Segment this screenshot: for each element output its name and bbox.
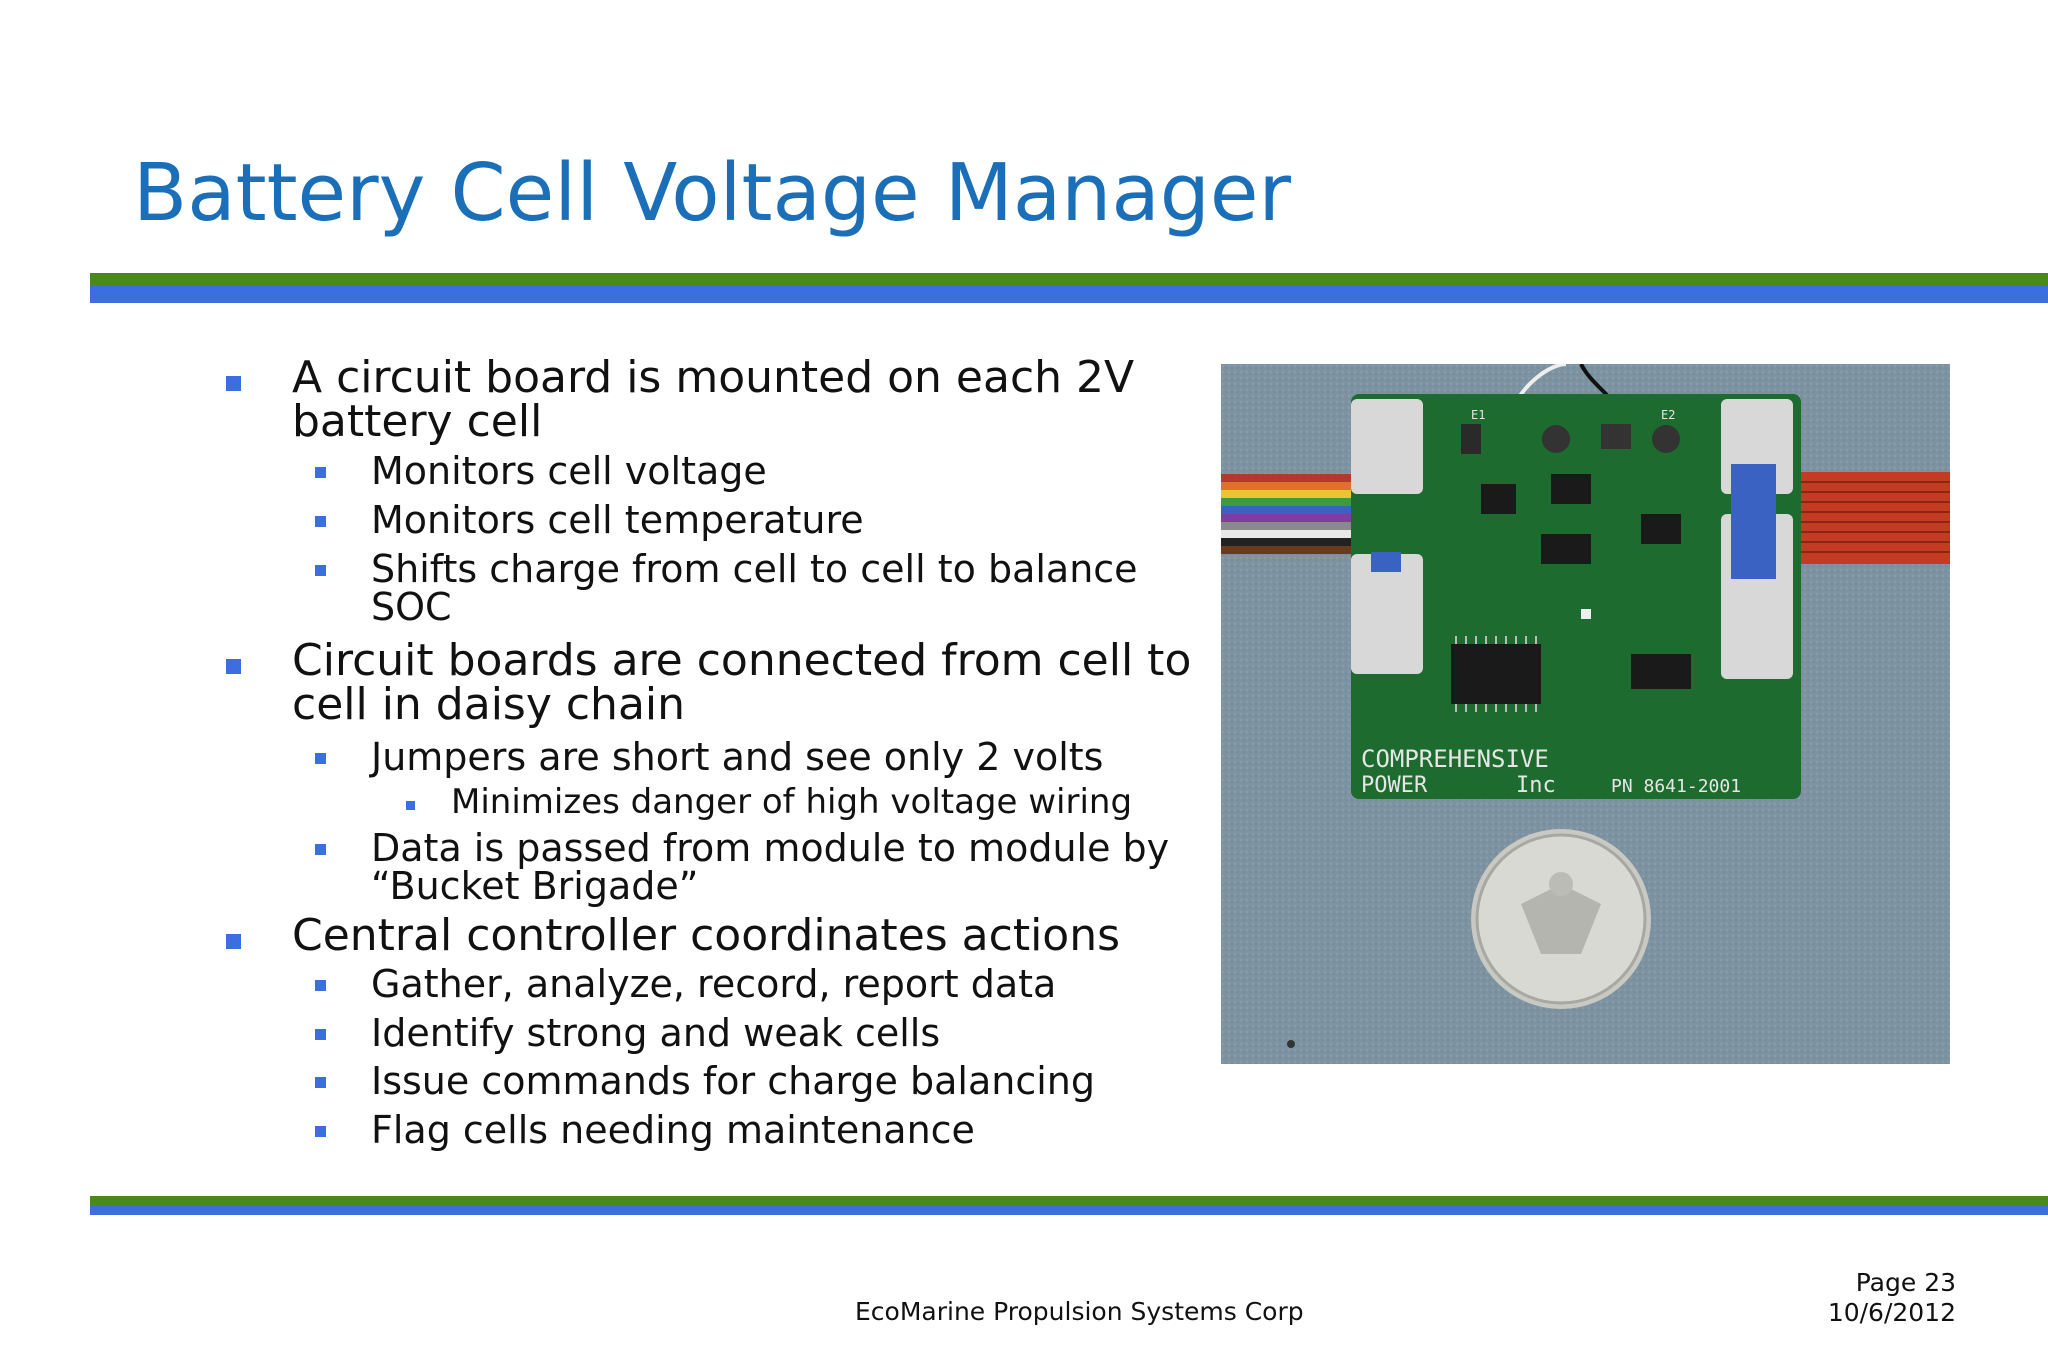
bullet-square <box>226 934 241 949</box>
footer-company: EcoMarine Propulsion Systems Corp <box>855 1297 1304 1326</box>
bullet-square <box>315 467 326 478</box>
ribbon-cable-left <box>1221 474 1421 554</box>
page-title: Battery Cell Voltage Manager <box>133 147 1291 239</box>
header-rule-blue <box>90 286 2048 303</box>
footer-date: 10/6/2012 <box>1827 1297 1956 1327</box>
bullet-level2: Identify strong and weak cells <box>371 1011 941 1055</box>
bullet-level1: Circuit boards are connected from cell t… <box>292 635 1192 730</box>
bullet-level2: Jumpers are short and see only 2 volts <box>371 735 1104 779</box>
circuit-board-photo: COMPREHENSIVE POWER Inc PN 8641-2001 E1 … <box>1221 364 1950 1064</box>
bullet-square <box>315 565 326 576</box>
board-text-inc: Inc <box>1516 773 1556 798</box>
bullet-level3: Minimizes danger of high voltage wiring <box>451 782 1133 822</box>
bullet-square <box>226 376 241 391</box>
bullet-level2: Issue commands for charge balancing <box>371 1059 1096 1103</box>
bullet-square <box>226 659 241 674</box>
bullet-level1: A circuit board is mounted on each 2V ba… <box>292 352 1135 447</box>
footer-page-info: Page 23 10/6/2012 <box>1828 1268 1956 1327</box>
footer-rule-green <box>90 1196 2048 1206</box>
board-text-power: POWER <box>1361 773 1428 798</box>
board-text-line1: COMPREHENSIVE <box>1361 745 1549 773</box>
board-label-e2: E2 <box>1661 408 1675 422</box>
bullet-square <box>315 1029 326 1040</box>
header-rule-green <box>90 273 2048 286</box>
bullet-square <box>315 753 326 764</box>
circuit-board-illustration: COMPREHENSIVE POWER Inc PN 8641-2001 E1 … <box>1221 364 1950 1064</box>
board-text-pn: PN 8641-2001 <box>1611 776 1741 797</box>
bullet-level2: Data is passed from module to module by … <box>371 826 1170 908</box>
bullet-square <box>406 801 415 810</box>
bullet-level2: Flag cells needing maintenance <box>371 1108 975 1152</box>
bullet-square <box>315 844 326 855</box>
bullet-level2: Gather, analyze, record, report data <box>371 962 1057 1006</box>
bullet-square <box>315 1077 326 1088</box>
page-number: Page 23 <box>1855 1268 1956 1297</box>
bullet-square <box>315 980 326 991</box>
quarter-coin <box>1471 829 1651 1009</box>
bullet-level1: Central controller coordinates actions <box>292 910 1121 961</box>
bullet-level2: Monitors cell temperature <box>371 498 864 542</box>
bullet-square <box>315 1126 326 1137</box>
bullet-level2: Shifts charge from cell to cell to balan… <box>371 547 1138 629</box>
bullet-square <box>315 516 326 527</box>
footer-rule-blue <box>90 1206 2048 1215</box>
board-label-e1: E1 <box>1471 408 1485 422</box>
bullet-level2: Monitors cell voltage <box>371 449 767 493</box>
